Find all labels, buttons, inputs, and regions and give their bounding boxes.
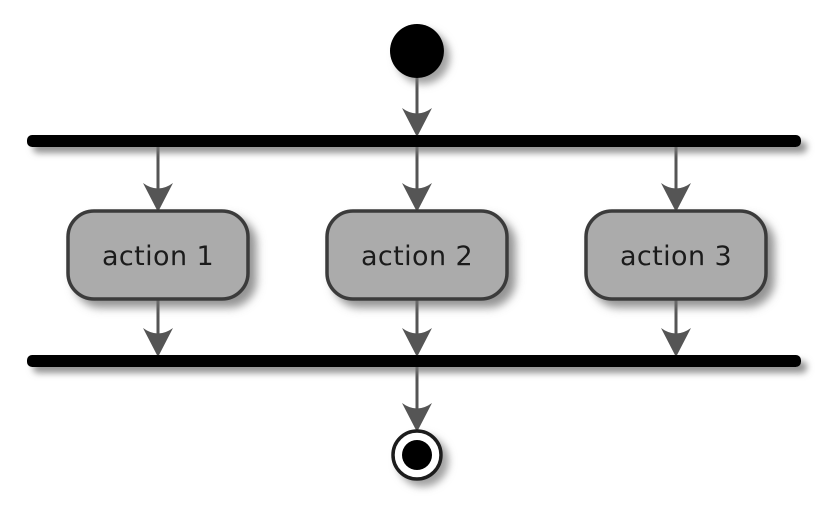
action-box-shape [66,209,250,301]
action-node-2[interactable]: action 2 [325,209,509,301]
edge-group [143,74,691,432]
start-node[interactable] [390,24,444,78]
action-node-3-label: action 3 [620,241,732,272]
fork-bar-shape [27,135,801,147]
arrowhead-icon [402,183,432,212]
edge-start-to-fork [402,74,432,137]
action-node-1[interactable]: action 1 [66,209,250,301]
filled-circle-icon [390,24,444,78]
arrowhead-icon [143,183,173,212]
fork-bar[interactable] [27,135,801,147]
edge-fork-to-action2 [402,147,432,212]
edge-join-to-end [402,367,432,432]
edge-fork-to-action3 [661,147,691,212]
edge-action2-to-join [402,297,432,357]
edge-fork-to-action1 [143,147,173,212]
edge-action3-to-join [661,297,691,357]
join-bar[interactable] [27,355,801,367]
end-node[interactable] [391,429,443,481]
action-node-3[interactable]: action 3 [584,209,768,301]
arrowhead-icon [402,108,432,137]
arrowhead-icon [661,183,691,212]
bullseye-icon [391,429,443,481]
action-box-shape [584,209,768,301]
action-node-1-label: action 1 [102,241,214,272]
action-node-2-label: action 2 [361,241,473,272]
arrowhead-icon [143,328,173,357]
edge-action1-to-join [143,297,173,357]
action-box-shape [325,209,509,301]
arrowhead-icon [661,328,691,357]
arrowhead-icon [402,403,432,432]
arrowhead-icon [402,328,432,357]
join-bar-shape [27,355,801,367]
